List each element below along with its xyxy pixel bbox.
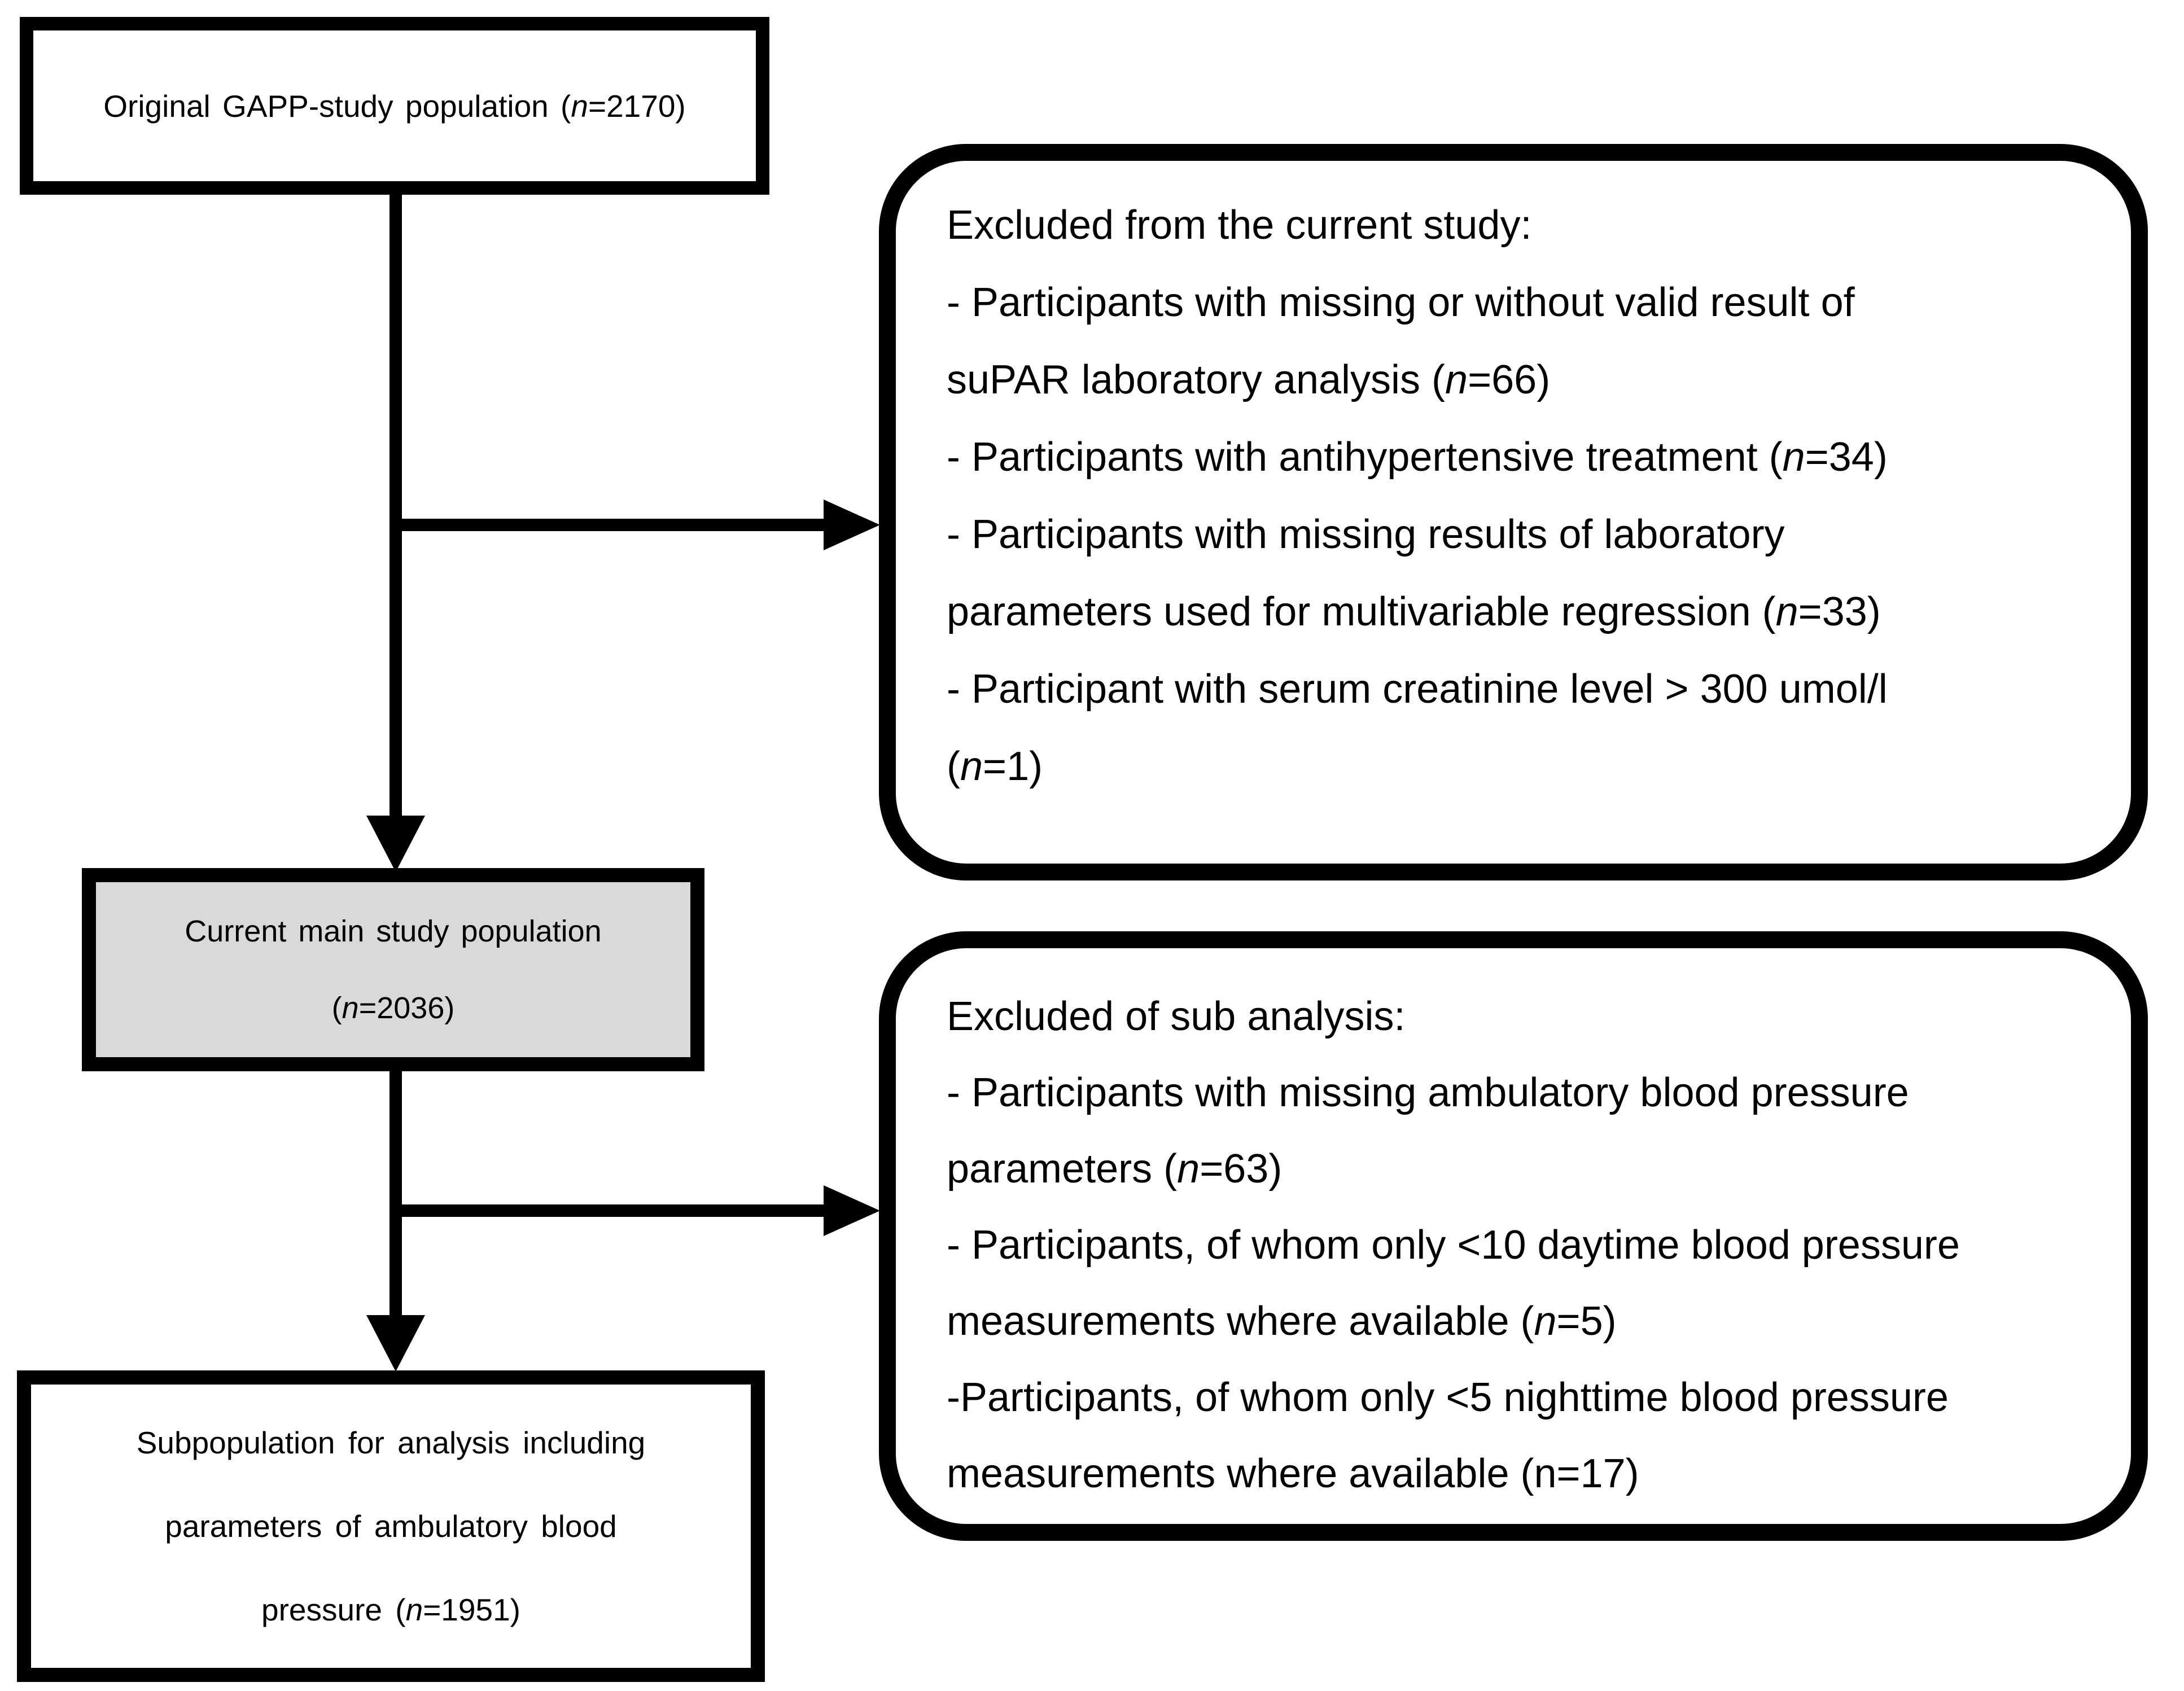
text-line: (n=1) xyxy=(947,744,1043,789)
text-line: Subpopulation for analysis including xyxy=(136,1425,646,1460)
box-subpopulation: Subpopulation for analysis including par… xyxy=(17,1370,765,1682)
text-line: -Participants, of whom only <5 nighttime… xyxy=(947,1375,1949,1420)
text-line: - Participants with antihypertensive tre… xyxy=(947,435,1888,480)
text-line: measurements where available (n=17) xyxy=(947,1451,1639,1496)
box-original-population: Original GAPP-study population (n=2170) xyxy=(20,17,769,195)
text-line: (n=2036) xyxy=(331,991,455,1025)
connector-line-branch-excluded-sub xyxy=(396,1204,825,1217)
box-excluded-sub-analysis: Excluded of sub analysis: - Participants… xyxy=(879,931,2148,1541)
text-line: Current main study population xyxy=(185,914,602,948)
connector-line-top-to-main xyxy=(389,194,402,817)
text-line: Excluded from the current study: xyxy=(947,203,1532,248)
box-excluded-main-study: Excluded from the current study: - Parti… xyxy=(879,144,2148,880)
text-line: - Participants with missing ambulatory b… xyxy=(947,1070,1909,1115)
text-line: parameters (n=63) xyxy=(947,1146,1283,1191)
text-line: - Participants, of whom only <10 daytime… xyxy=(947,1223,1960,1268)
arrowhead-down-icon xyxy=(366,1315,425,1372)
arrowhead-down-icon xyxy=(366,816,425,872)
text-line: pressure (n=1951) xyxy=(261,1592,520,1627)
text-line: Original GAPP-study population (n=2170) xyxy=(103,88,686,124)
text-line: Excluded of sub analysis: xyxy=(947,994,1406,1039)
arrowhead-right-icon xyxy=(824,1185,880,1236)
connector-line-main-to-sub xyxy=(389,1070,402,1316)
arrowhead-right-icon xyxy=(824,500,880,550)
text-line: parameters used for multivariable regres… xyxy=(947,589,1881,634)
text-line: parameters of ambulatory blood xyxy=(165,1509,617,1544)
box-current-main-population: Current main study population (n=2036) xyxy=(82,868,704,1071)
text-line: - Participants with missing results of l… xyxy=(947,512,1785,557)
text-line: suPAR laboratory analysis (n=66) xyxy=(947,357,1551,402)
connector-line-branch-excluded-main xyxy=(396,519,825,531)
text-line: - Participants with missing or without v… xyxy=(947,280,1855,325)
text-line: - Participant with serum creatinine leve… xyxy=(947,667,1888,712)
text-line: measurements where available (n=5) xyxy=(947,1299,1617,1344)
